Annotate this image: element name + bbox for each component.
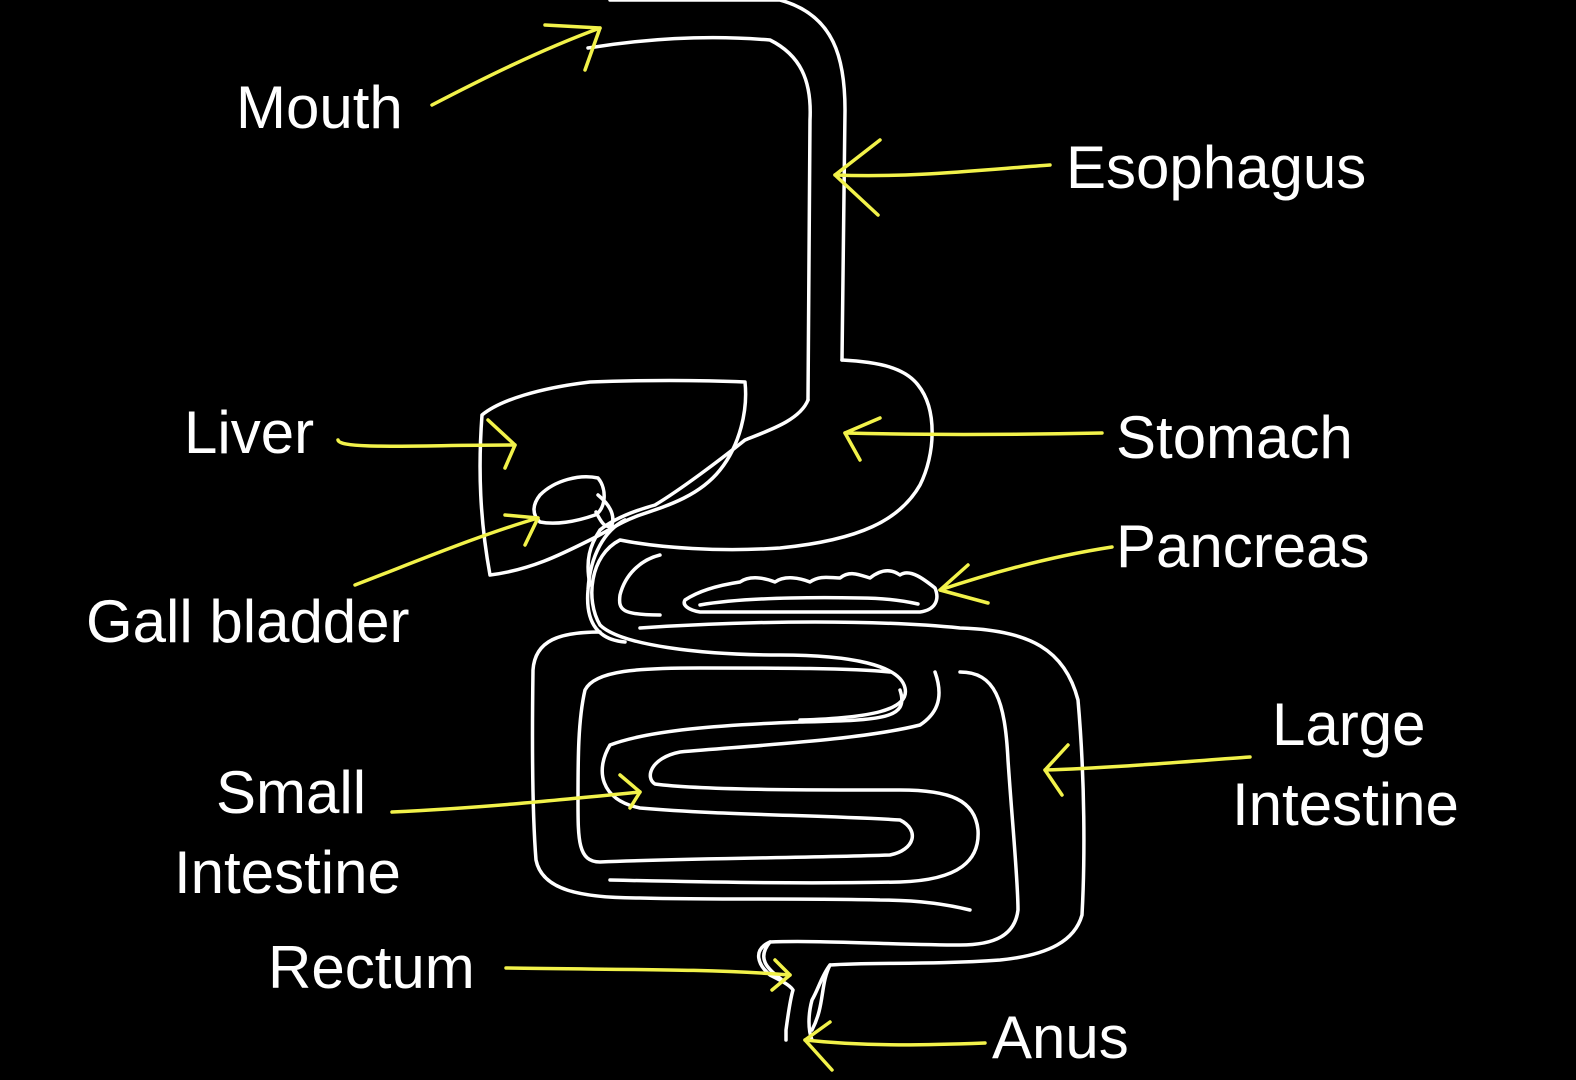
label-anus: Anus	[992, 1004, 1129, 1071]
duodenum-outline	[585, 518, 627, 644]
anus-arrow	[803, 1038, 987, 1047]
stomach-arrowhead	[843, 416, 882, 462]
label-small-intestine-line1: Small	[216, 759, 366, 826]
small-intestine-inner-outline	[608, 670, 980, 885]
duodenum-inner-outline	[617, 553, 662, 617]
pancreas-outline	[682, 569, 939, 614]
stomach-outline	[590, 358, 934, 722]
small-intestine-arrow	[390, 790, 642, 814]
gallbladder-outline	[532, 475, 606, 525]
mouth-outline	[608, 0, 847, 362]
rectum-arrowhead	[770, 958, 792, 992]
label-small-intestine-line2: Intestine	[174, 839, 401, 906]
rectum-outline	[757, 940, 795, 1042]
anus-arrowhead	[803, 1020, 834, 1072]
label-stomach: Stomach	[1116, 404, 1353, 471]
anus-outline	[807, 963, 832, 1042]
large-intestine-outer-outline	[638, 620, 1086, 1032]
bile-duct-outline	[594, 493, 615, 528]
liver-arrow	[336, 438, 517, 448]
small-intestine-outline	[576, 666, 915, 864]
liver-arrowhead	[486, 418, 517, 470]
label-liver: Liver	[184, 399, 314, 466]
label-mouth: Mouth	[236, 74, 403, 141]
gallbladder-arrowhead	[503, 513, 540, 547]
pancreas-arrowhead	[938, 563, 990, 605]
label-large-intestine-line2: Intestine	[1232, 771, 1459, 838]
large-intestine-inner-outline	[762, 670, 1020, 982]
label-gall-bladder: Gall bladder	[86, 588, 410, 655]
rectum-arrow	[504, 966, 792, 977]
stomach-inner-outline	[586, 398, 810, 587]
large-intestine-left-outline	[530, 630, 972, 912]
esophagus-arrow	[833, 163, 1052, 178]
label-pancreas: Pancreas	[1116, 513, 1369, 580]
label-large-intestine-line1: Large	[1272, 691, 1425, 758]
large-intestine-arrowhead	[1043, 743, 1070, 797]
large-intestine-arrow	[1043, 755, 1252, 772]
label-esophagus: Esophagus	[1066, 134, 1366, 201]
mouth-arrowhead	[543, 23, 602, 72]
esophagus-arrowhead	[833, 138, 882, 217]
gallbladder-arrow	[353, 516, 540, 587]
esophagus-inner-outline	[586, 35, 812, 402]
pancreas-arrow	[938, 545, 1114, 592]
small-intestine-arrowhead	[618, 773, 642, 810]
pancreas-detail-outline	[698, 595, 920, 607]
label-rectum: Rectum	[268, 934, 475, 1001]
stomach-arrow	[843, 431, 1104, 437]
mouth-arrow	[430, 26, 602, 107]
liver-outline	[478, 378, 748, 577]
